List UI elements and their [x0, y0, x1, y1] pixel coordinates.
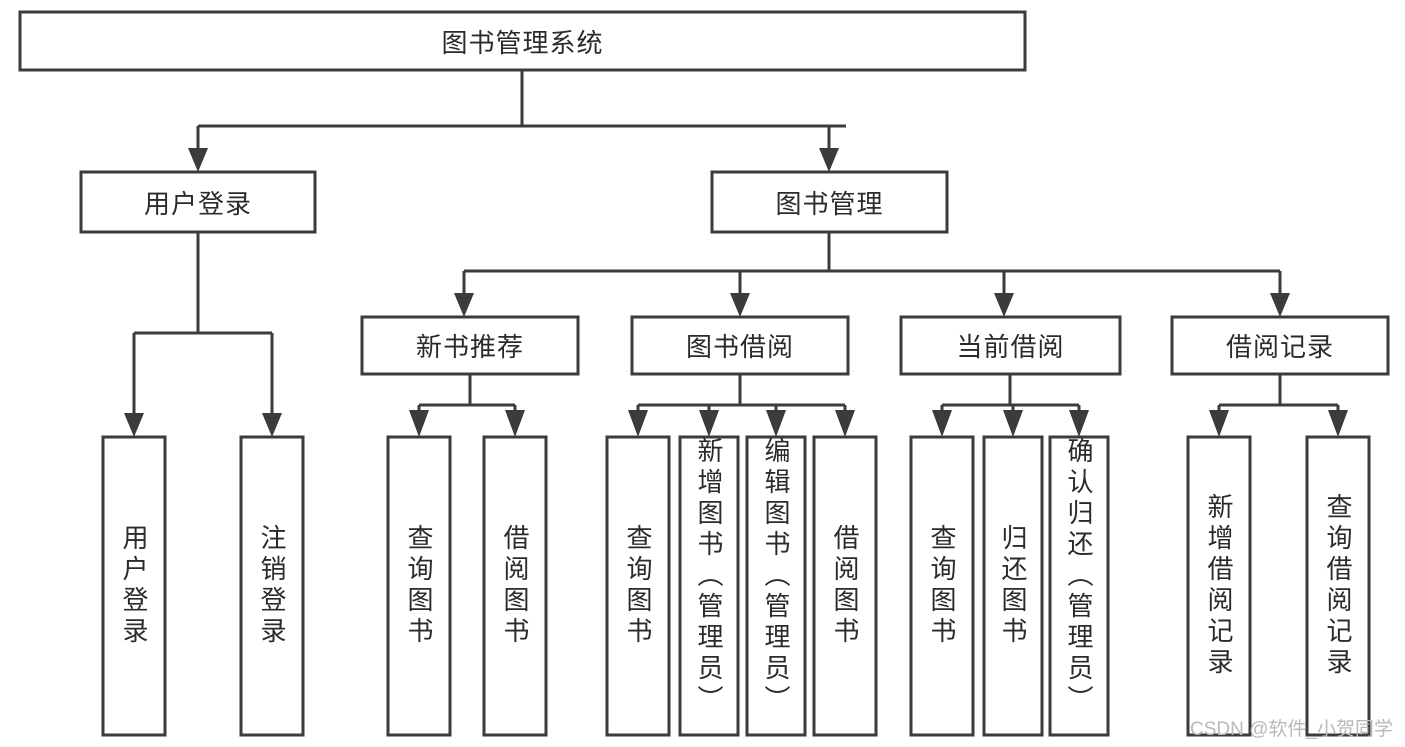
arrowhead-leaf-user-login	[124, 413, 144, 437]
node-box-leaf-return-book[interactable]	[982, 435, 1044, 737]
arrowhead-leaf-query-book-3	[932, 410, 952, 437]
node-box-leaf-borrow-book-1[interactable]	[482, 435, 548, 737]
node-box-leaf-confirm-return-admin[interactable]	[1048, 435, 1110, 737]
arrowhead-leaf-confirm-return-admin	[1069, 410, 1089, 437]
arrowhead-leaf-query-borrow-record	[1328, 410, 1348, 437]
arrowhead-book-borrow	[730, 293, 750, 317]
arrowhead-leaf-borrow-book-2	[835, 410, 855, 437]
node-box-leaf-query-book-1[interactable]	[386, 435, 452, 737]
node-box-current-borrow[interactable]	[899, 315, 1122, 376]
arrowhead-leaf-edit-book-admin	[766, 410, 786, 437]
node-box-leaf-add-book-admin[interactable]	[678, 435, 740, 737]
arrowhead-book-manage	[819, 148, 839, 172]
arrowhead-current-borrow	[994, 293, 1014, 317]
boxes-layer	[18, 10, 1390, 737]
arrowhead-leaf-add-borrow-record	[1209, 410, 1229, 437]
node-box-user-login[interactable]	[79, 170, 317, 234]
arrowhead-leaf-logout-login	[262, 413, 282, 437]
node-box-leaf-query-borrow-record[interactable]	[1305, 435, 1371, 737]
node-box-book-borrow[interactable]	[630, 315, 850, 376]
arrowhead-leaf-add-book-admin	[699, 410, 719, 437]
node-box-root[interactable]	[18, 10, 1027, 72]
node-box-leaf-query-book-3[interactable]	[909, 435, 975, 737]
arrowhead-new-book-recommend	[454, 293, 474, 317]
arrowhead-leaf-query-book-1	[409, 410, 429, 437]
node-box-new-book-recommend[interactable]	[360, 315, 580, 376]
arrowhead-borrow-record	[1270, 293, 1290, 317]
node-box-leaf-logout-login[interactable]	[239, 435, 305, 737]
node-box-leaf-user-login[interactable]	[101, 435, 167, 737]
connectors-layer	[124, 70, 1348, 437]
node-box-book-manage[interactable]	[710, 170, 949, 234]
node-box-leaf-edit-book-admin[interactable]	[745, 435, 807, 737]
node-box-leaf-query-book-2[interactable]	[605, 435, 671, 737]
arrowhead-leaf-query-book-2	[628, 410, 648, 437]
node-box-leaf-borrow-book-2[interactable]	[812, 435, 878, 737]
arrowhead-user-login	[188, 148, 208, 172]
node-box-borrow-record[interactable]	[1170, 315, 1390, 376]
node-box-leaf-add-borrow-record[interactable]	[1186, 435, 1252, 737]
arrowhead-leaf-borrow-book-1	[505, 410, 525, 437]
arrowhead-leaf-return-book	[1003, 410, 1023, 437]
